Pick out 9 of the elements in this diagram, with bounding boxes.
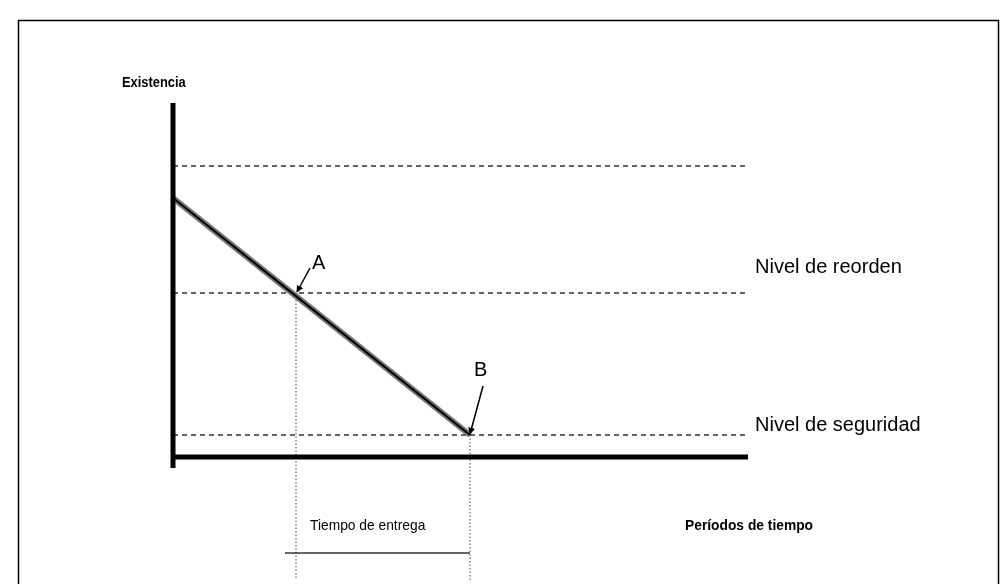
leader-arrow xyxy=(468,385,484,435)
point-label: A xyxy=(312,252,326,272)
point-label: B xyxy=(474,359,488,379)
axis-title: Períodos de tiempo xyxy=(685,517,814,532)
leader-arrow xyxy=(296,267,311,293)
level-label: Nivel de seguridad xyxy=(755,414,921,434)
level-label: Nivel de reorden xyxy=(755,256,902,276)
axis-title: Existencia xyxy=(122,75,186,89)
dimension-label: Tiempo de entrega xyxy=(310,517,426,532)
